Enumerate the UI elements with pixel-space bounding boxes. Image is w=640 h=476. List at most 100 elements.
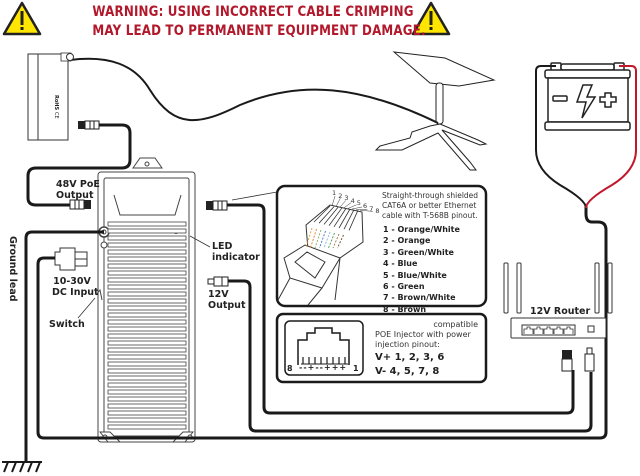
heatsink-fin — [107, 368, 187, 374]
starlink-router-device: RoHS CE — [27, 52, 74, 141]
heatsink-fin — [107, 403, 187, 409]
router-icon — [503, 262, 613, 339]
pinout-item: 8 - Brown — [383, 304, 427, 314]
rj45-wire — [314, 229, 322, 249]
dish-cable — [69, 57, 439, 124]
heatsink-fin — [107, 221, 187, 227]
poe-desc-line2: POE Injector with power — [375, 330, 471, 339]
heatsink-fin — [107, 305, 187, 311]
cable-description: Straight-through shielded CAT6A or bette… — [382, 191, 478, 221]
pinout-item: 7 - Brown/White — [383, 293, 456, 303]
router-label: 12V Router — [530, 306, 591, 317]
heatsink-fin — [107, 284, 187, 290]
heatsink-fin — [107, 263, 187, 269]
heatsink-fin — [107, 354, 187, 360]
heatsink-fin — [107, 242, 187, 248]
pin-number-6: 6 — [363, 202, 368, 210]
battery-positive-wire — [585, 65, 637, 209]
pin-number-4: 4 — [350, 196, 355, 205]
cable-desc-line1: Straight-through shielded — [382, 191, 479, 200]
satellite-dish-icon — [374, 51, 496, 171]
heatsink-fins — [107, 221, 187, 430]
pin-leader — [347, 204, 357, 209]
poe-output-label-line2: Output — [56, 190, 94, 201]
led-pointer — [189, 235, 211, 248]
warning-line-1: WARNING: USING INCORRECT CABLE CRIMPING — [92, 4, 414, 20]
rj45-contact — [348, 210, 359, 231]
pinout-item: 1 - Orange/White — [383, 225, 460, 234]
led-label-line1: LED — [212, 241, 233, 252]
pin-number-5: 5 — [356, 199, 361, 208]
poe-output-label: 48V PoE Output — [56, 179, 100, 201]
poe-output-label-line1: 48V PoE — [56, 179, 100, 190]
heatsink-fin — [107, 417, 187, 423]
ethernet-plug-icon-router — [561, 350, 573, 372]
dc-output-cable — [228, 279, 593, 433]
switch-label: Switch — [49, 319, 85, 330]
pin-leader — [335, 198, 341, 207]
heatsink-fin — [107, 375, 187, 381]
dc-output-label-line1: 12V — [208, 289, 229, 300]
pinout-item: 6 - Green — [383, 282, 425, 292]
led-label-line2: indicator — [212, 252, 260, 263]
rj45-wire — [328, 232, 335, 249]
jack-pins — [301, 357, 348, 365]
rj45-contact — [318, 206, 335, 224]
ce-mark: CE — [53, 112, 59, 119]
heatsink-fin — [107, 424, 187, 430]
router-port — [563, 326, 574, 334]
pin-number-1: 1 — [332, 189, 337, 197]
jack-polarity: --+--+++ — [299, 363, 348, 372]
pinout-item: 3 - Green/White — [383, 247, 454, 257]
rj45-wire — [337, 234, 344, 249]
rj45-contact — [323, 206, 339, 225]
pinout-item: 2 - Orange — [383, 236, 431, 246]
pin-leader — [359, 209, 373, 212]
heatsink-fin — [107, 319, 187, 325]
router-port — [553, 326, 564, 334]
pin-leader — [339, 200, 346, 208]
heatsink-fin — [107, 410, 187, 416]
heatsink-fin — [107, 326, 187, 332]
heatsink-fin — [107, 361, 187, 367]
ground-lead — [24, 230, 104, 462]
heatsink-fin — [107, 291, 187, 297]
cable-desc-line2: CAT6A or better Ethernet — [382, 201, 477, 210]
router-ports — [523, 326, 574, 334]
led-indicator-label: LED indicator — [212, 241, 260, 263]
rj45-wires — [305, 195, 373, 249]
dc-input-label-line2: DC Input — [52, 287, 99, 298]
rj45-contact — [338, 208, 351, 229]
battery-negative-wire — [535, 65, 587, 209]
rj45-contact — [333, 208, 347, 228]
heatsink-fin — [107, 347, 187, 353]
dc-plug-icon-output — [207, 276, 229, 287]
heatsink-fin — [107, 312, 187, 318]
ground-lead-label: Ground lead — [7, 236, 18, 302]
warning-triangle-icon-left — [2, 1, 42, 36]
switch-pointer — [77, 297, 96, 319]
heatsink-fin — [107, 382, 187, 388]
rj45-wire — [323, 231, 331, 249]
poe-vminus: V- 4, 5, 7, 8 — [375, 366, 440, 377]
jack-pin-8-label: 8 — [287, 364, 293, 373]
dc-input-label-line1: 10-30V — [53, 276, 91, 287]
heatsink-fin — [107, 389, 187, 395]
rj45-wire — [319, 230, 326, 249]
rj45-jack-frame — [284, 320, 364, 376]
dc-input-label: 10-30V DC Input — [52, 276, 99, 298]
heatsink-fin — [107, 396, 187, 402]
pinout-item: 4 - Blue — [383, 259, 418, 269]
heatsink-fin — [107, 249, 187, 255]
heatsink-fin — [107, 277, 187, 283]
pinout-item: 5 - Blue/White — [383, 270, 447, 280]
rj45-contact — [328, 207, 343, 226]
ethernet-plug-icon-poe-out — [69, 199, 91, 210]
rj45-wire — [332, 233, 340, 249]
pin-leader — [331, 195, 336, 207]
router-port — [533, 326, 544, 334]
ethernet-plug-icon-lan — [206, 200, 228, 211]
heatsink-fin — [107, 270, 187, 276]
pin-leader — [351, 206, 363, 210]
